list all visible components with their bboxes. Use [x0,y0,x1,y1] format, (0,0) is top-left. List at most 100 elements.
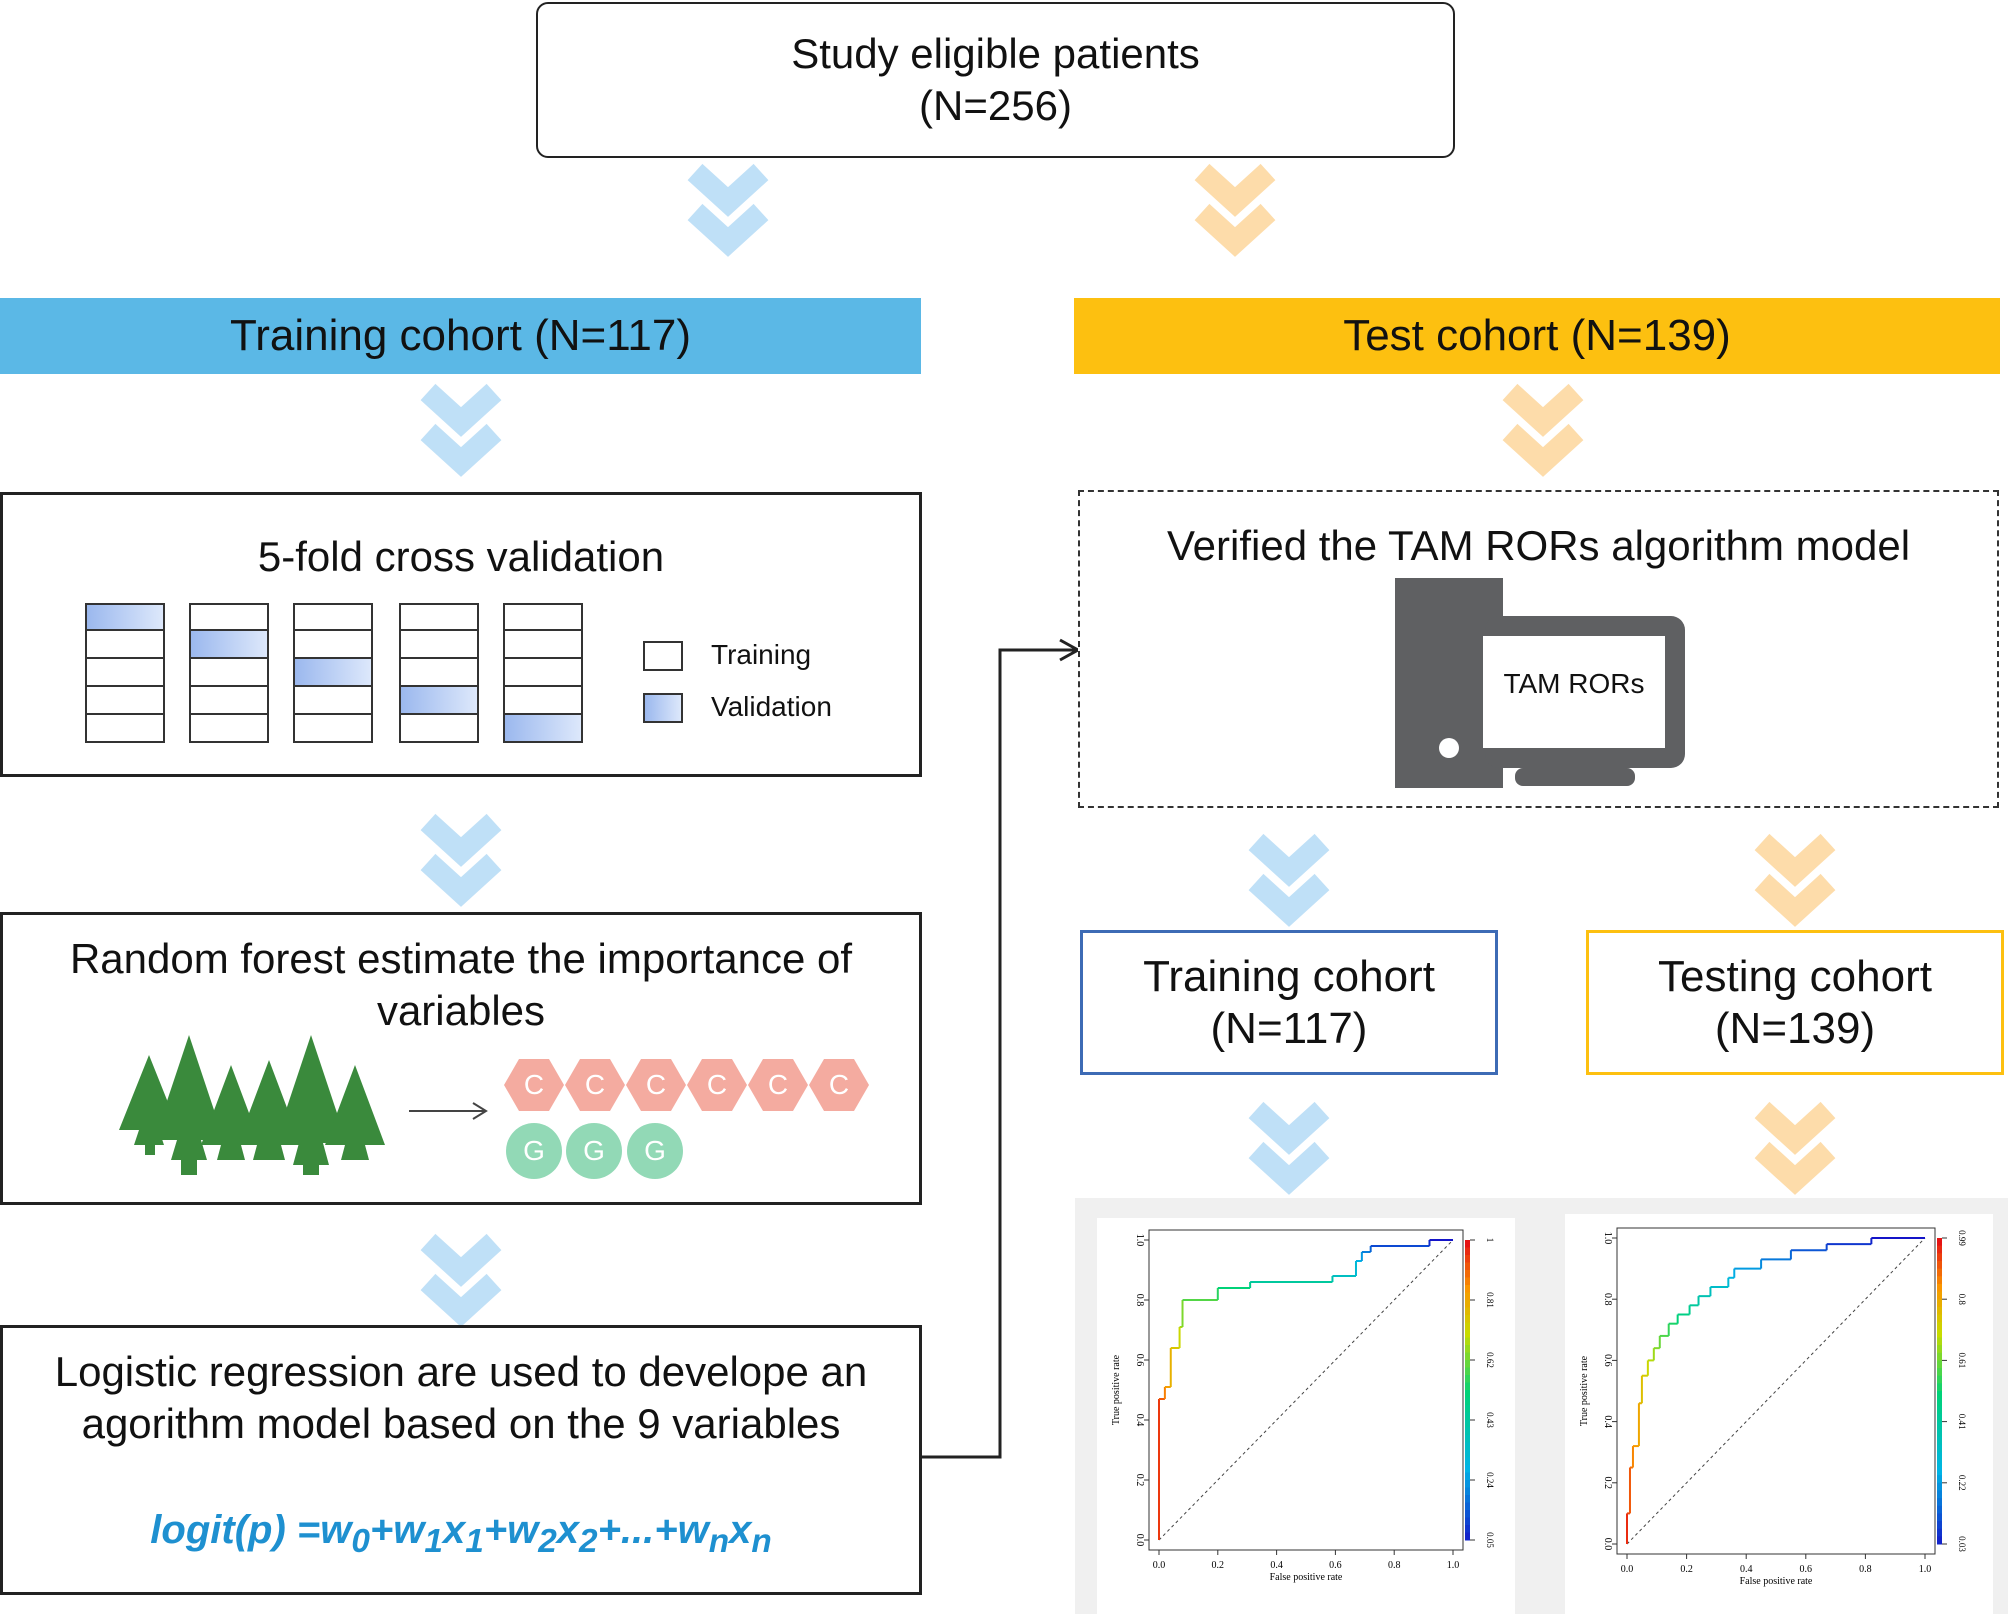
fold-cell [293,715,373,743]
colorbar-segment [1937,1291,1942,1300]
colorbar-segment [1465,1247,1470,1256]
feature-hexagon: C [565,1059,625,1111]
y-axis-label: True positive rate [1111,1354,1122,1425]
y-tick-label: 0.0 [1134,1534,1145,1547]
colorbar-segment [1937,1383,1942,1392]
fold-cell-validation [399,687,479,715]
colorbar-segment [1937,1283,1942,1293]
training-cohort-banner: Training cohort (N=117) [0,298,921,374]
fold-column-3 [293,603,373,743]
colorbar-tick-label: 0.41 [1957,1414,1967,1430]
computer-screen-label: TAM RORs [1503,668,1645,699]
fold-column-1 [85,603,165,743]
colorbar-segment [1937,1459,1942,1468]
colorbar-tick-label: 0.03 [1957,1536,1967,1552]
colorbar-segment [1937,1482,1942,1491]
colorbar-tick-label: 0.62 [1485,1352,1495,1368]
chance-diagonal [1626,1237,1926,1545]
colorbar-segment [1937,1521,1942,1530]
formula-part: logit(p) =w [150,1508,352,1552]
colorbar-segment [1937,1513,1942,1522]
training-cohort-result-label: Training cohort [1143,951,1435,1001]
colorbar-segment [1465,1262,1470,1271]
colorbar-segment [1937,1299,1942,1308]
x-tick-label: 0.6 [1800,1564,1813,1575]
formula-part: x [729,1508,752,1552]
formula-part: +w [369,1508,425,1552]
logit-formula: logit(p) =w0+w1x1+w2x2+...+wnxn [3,1508,919,1561]
fold-cell [85,659,165,687]
colorbar-segment [1465,1457,1470,1466]
colorbar-tick-label: 0.43 [1485,1412,1495,1428]
colorbar-segment [1465,1352,1470,1361]
colorbar-segment [1937,1268,1942,1277]
colorbar-tick-label: 0.05 [1485,1532,1495,1548]
down-chevron-icon [1202,172,1268,242]
testing-cohort-result-count: (N=139) [1714,1003,1876,1053]
fold-cell-validation [85,603,165,631]
right-arrow-icon [409,1102,488,1120]
feature-circle: G [506,1123,562,1179]
x-tick-label: 0.0 [1621,1564,1634,1575]
colorbar-segment [1465,1510,1470,1518]
colorbar-segment [1465,1412,1470,1421]
logistic-regression-line1: Logistic regression are used to develope… [54,1348,868,1395]
down-chevron-icon [1256,842,1322,912]
feature-circle: G [566,1123,622,1179]
verified-model-title: Verified the TAM RORs algorithm model [1166,522,1911,569]
y-axis-label: True positive rate [1579,1355,1590,1426]
colorbar-segment [1465,1292,1470,1301]
fold-cell [399,659,479,687]
colorbar-segment [1465,1450,1470,1458]
x-tick-label: 0.8 [1388,1560,1401,1571]
colorbar-segment [1465,1382,1470,1391]
fold-cell [399,715,479,743]
logistic-regression-box: Logistic regression are used to develope… [0,1325,922,1595]
x-tick-label: 1.0 [1447,1560,1460,1571]
colorbar-tick-label: 0.99 [1957,1230,1967,1246]
fold-cell-validation [503,715,583,743]
colorbar-tick-label: 0.22 [1957,1475,1967,1491]
colorbar-segment [1465,1465,1470,1473]
down-chevron-icon [1510,392,1576,462]
colorbar-segment [1465,1420,1470,1428]
colorbar-segment [1465,1427,1470,1436]
x-tick-label: 0.2 [1212,1560,1225,1571]
legend-training-swatch [643,641,683,671]
down-chevron-icon [1762,842,1828,912]
fold-column-2 [189,603,269,743]
y-tick-label: 1.0 [1602,1232,1613,1245]
colorbar-segment [1937,1444,1942,1453]
colorbar-segment [1465,1307,1470,1316]
colorbar-segment [1465,1367,1470,1376]
colorbar-segment [1937,1260,1942,1270]
colorbar-segment [1937,1375,1942,1384]
colorbar-segment [1937,1337,1942,1346]
colorbar-segment [1465,1375,1470,1383]
chance-diagonal [1158,1239,1454,1541]
colorbar-segment [1937,1276,1942,1285]
down-chevron-icon [1762,1110,1828,1180]
connector-line [921,648,1076,1459]
fold-cell [293,687,373,715]
down-chevron-icon [428,822,494,892]
fold-cell [189,659,269,687]
colorbar-segment [1465,1525,1470,1533]
colorbar-segment [1937,1429,1942,1438]
fold-cell [503,687,583,715]
colorbar-segment [1465,1487,1470,1496]
random-forest-box: Random forest estimate the importance of… [0,912,922,1205]
fold-cell [85,715,165,743]
colorbar-segment [1937,1467,1942,1476]
eligible-patients-count: (N=256) [919,82,1072,129]
formula-subscript: n [708,1523,730,1560]
colorbar-segment [1937,1452,1942,1461]
colorbar-tick-label: 0.24 [1485,1472,1495,1488]
feature-hexagon: C [748,1059,808,1111]
colorbar-segment [1465,1285,1470,1293]
computer-icon [1395,578,1685,788]
colorbar-segment [1937,1475,1942,1484]
